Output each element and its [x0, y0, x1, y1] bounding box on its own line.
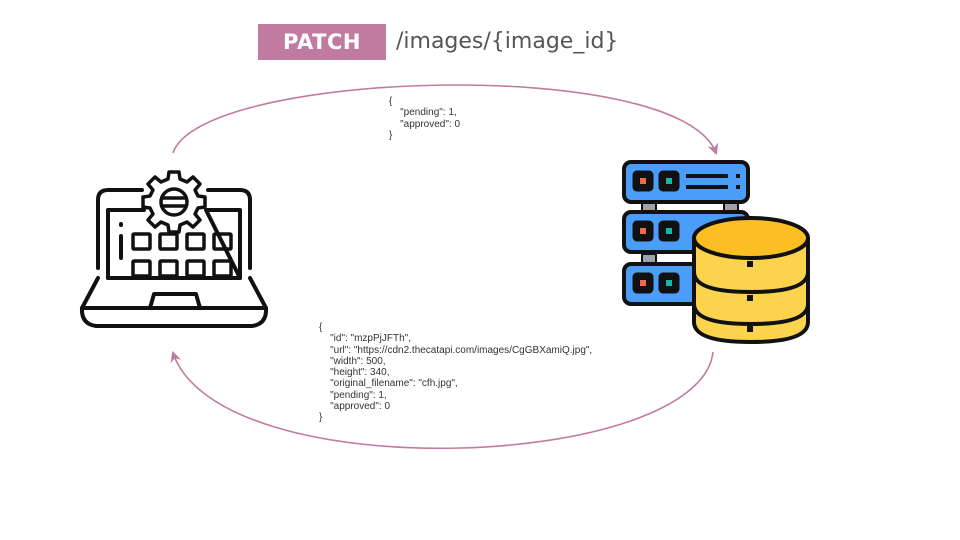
- json-line: "width": 500,: [319, 355, 386, 367]
- endpoint-path: /images/{image_id}: [396, 29, 619, 54]
- response-arrow: [170, 350, 714, 449]
- json-line: }: [389, 129, 393, 141]
- json-line: "pending": 1,: [389, 107, 457, 119]
- request-arrow: [172, 84, 719, 156]
- http-method-badge: PATCH: [258, 24, 386, 60]
- laptop-gear-icon: [79, 170, 269, 328]
- server-database-icon: [622, 160, 810, 344]
- http-method-label: PATCH: [283, 30, 361, 54]
- json-line: "original_filename": "cfh.jpg",: [319, 378, 458, 390]
- json-line: "approved": 0: [389, 118, 461, 130]
- json-line: {: [319, 322, 323, 333]
- json-line: "pending": 1,: [319, 389, 387, 401]
- json-line: "id": "mzpPjJFTh",: [319, 333, 411, 345]
- request-body: { "pending": 1, "approved": 0 }: [389, 96, 460, 141]
- json-line: }: [319, 412, 323, 424]
- json-line: {: [389, 96, 393, 107]
- response-body: { "id": "mzpPjJFTh", "url": "https://cdn…: [319, 322, 592, 424]
- json-line: "approved": 0: [319, 401, 391, 413]
- client-node: [78, 168, 270, 345]
- server-node: [620, 158, 812, 353]
- json-line: "url": "https://cdn2.thecatapi.com/image…: [319, 344, 593, 356]
- json-line: "height": 340,: [319, 367, 390, 379]
